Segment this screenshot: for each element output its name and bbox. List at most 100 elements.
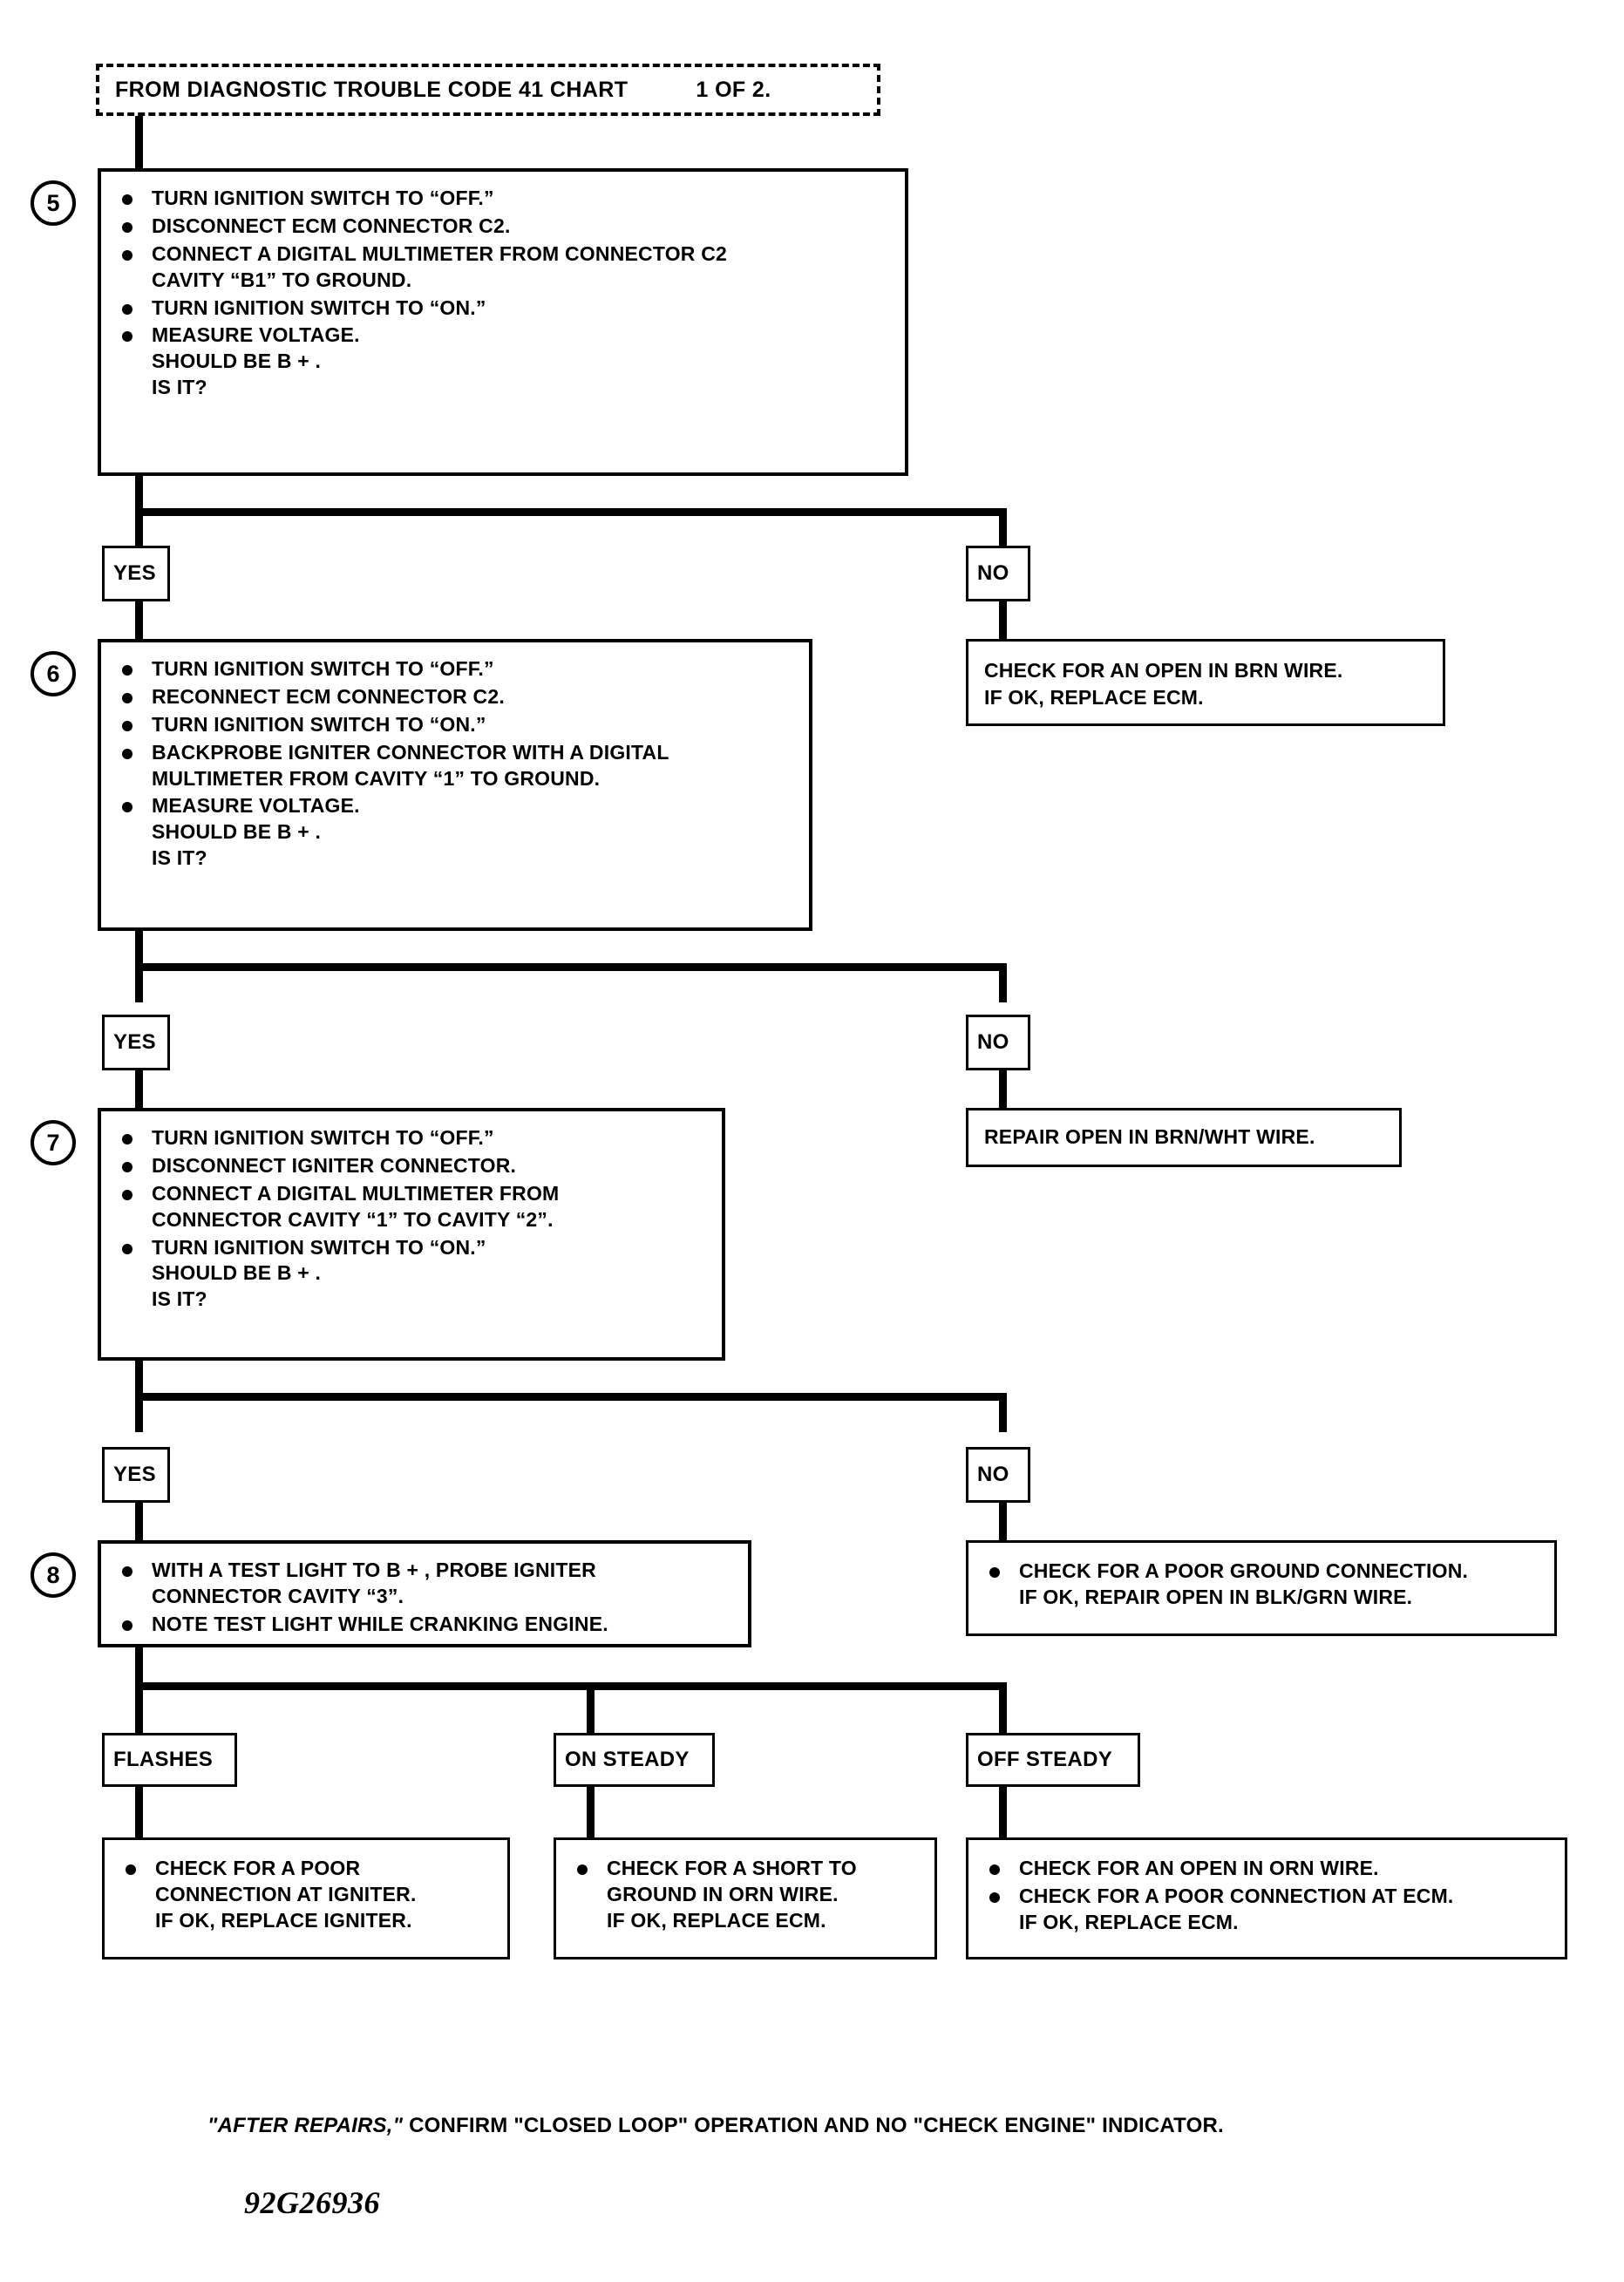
connector-no1-to-result — [999, 601, 1007, 641]
step-7-line-4: TURN IGNITION SWITCH TO “ON.” SHOULD BE … — [117, 1235, 706, 1314]
result-off-steady-list: CHECK FOR AN OPEN IN ORN WIRE. CHECK FOR… — [984, 1856, 1549, 1936]
footer-note-rest: CONFIRM "CLOSED LOOP" OPERATION AND NO "… — [403, 2114, 1224, 2137]
step-number-7: 7 — [31, 1120, 76, 1165]
entry-reference-box: FROM DIAGNOSTIC TROUBLE CODE 41 CHART 1 … — [96, 64, 880, 116]
step-6-line-4: BACKPROBE IGNITER CONNECTOR WITH A DIGIT… — [117, 740, 793, 792]
step-number-5: 5 — [31, 180, 76, 226]
result-flashes-line-1: CHECK FOR A POOR CONNECTION AT IGNITER. … — [120, 1856, 492, 1934]
result-on-steady-list: CHECK FOR A SHORT TO GROUND IN ORN WIRE.… — [572, 1856, 919, 1934]
step-number-8: 8 — [31, 1552, 76, 1598]
result-no-3-list: CHECK FOR A POOR GROUND CONNECTION. IF O… — [984, 1559, 1539, 1611]
result-box-no-3: CHECK FOR A POOR GROUND CONNECTION. IF O… — [966, 1540, 1557, 1636]
connector-yes1-to-step6 — [135, 601, 143, 641]
connector-yes3-to-step8 — [135, 1503, 143, 1542]
branch-label-no-2: NO — [966, 1015, 1030, 1070]
result-on-steady-line-1: CHECK FOR A SHORT TO GROUND IN ORN WIRE.… — [572, 1856, 919, 1934]
branch-label-no-1-text: NO — [977, 561, 1009, 585]
result-flashes-list: CHECK FOR A POOR CONNECTION AT IGNITER. … — [120, 1856, 492, 1934]
step-8-line-1: WITH A TEST LIGHT TO B + , PROBE IGNITER… — [117, 1558, 732, 1610]
branch-label-off-steady-text: OFF STEADY — [977, 1748, 1113, 1771]
branch-label-on-steady-text: ON STEADY — [565, 1748, 690, 1771]
branch-label-yes-2-text: YES — [113, 1030, 156, 1054]
step-5-line-5: MEASURE VOLTAGE. SHOULD BE B + . IS IT? — [117, 323, 889, 401]
step-number-8-label: 8 — [46, 1561, 60, 1588]
connector-step7-bus — [135, 1393, 1007, 1401]
branch-label-yes-3: YES — [102, 1447, 170, 1503]
connector-step6-down — [135, 931, 143, 970]
connector-onsteady-to-result — [587, 1787, 595, 1841]
entry-label-right: 1 OF 2. — [696, 77, 771, 102]
step-6-line-3: TURN IGNITION SWITCH TO “ON.” — [117, 712, 793, 738]
connector-step7-down — [135, 1361, 143, 1400]
step-number-5-label: 5 — [46, 189, 60, 216]
result-box-on-steady: CHECK FOR A SHORT TO GROUND IN ORN WIRE.… — [554, 1837, 937, 1959]
connector-step8-flashes-drop — [135, 1682, 143, 1733]
branch-label-flashes-text: FLASHES — [113, 1748, 214, 1771]
connector-step5-down — [135, 476, 143, 515]
result-no-3-line-1: CHECK FOR A POOR GROUND CONNECTION. IF O… — [984, 1559, 1539, 1611]
step-5-line-2: DISCONNECT ECM CONNECTOR C2. — [117, 214, 889, 240]
step-8-instruction-list: WITH A TEST LIGHT TO B + , PROBE IGNITER… — [117, 1558, 732, 1638]
connector-step6-no-drop — [999, 963, 1007, 1002]
result-off-steady-line-2: CHECK FOR A POOR CONNECTION AT ECM. IF O… — [984, 1884, 1549, 1936]
branch-label-no-1: NO — [966, 546, 1030, 601]
branch-label-off-steady: OFF STEADY — [966, 1733, 1140, 1787]
result-box-off-steady: CHECK FOR AN OPEN IN ORN WIRE. CHECK FOR… — [966, 1837, 1567, 1959]
branch-label-yes-2: YES — [102, 1015, 170, 1070]
branch-label-no-3: NO — [966, 1447, 1030, 1503]
entry-label-left: FROM DIAGNOSTIC TROUBLE CODE 41 CHART — [115, 77, 629, 102]
connector-offsteady-to-result — [999, 1787, 1007, 1841]
connector-step5-no-drop — [999, 508, 1007, 547]
step-number-6: 6 — [31, 651, 76, 696]
step-7-line-2: DISCONNECT IGNITER CONNECTOR. — [117, 1153, 706, 1179]
connector-flashes-to-result — [135, 1787, 143, 1841]
branch-label-no-3-text: NO — [977, 1463, 1009, 1486]
connector-step5-bus — [135, 508, 1007, 516]
connector-no2-to-result — [999, 1070, 1007, 1110]
step-box-6: TURN IGNITION SWITCH TO “OFF.” RECONNECT… — [98, 639, 812, 931]
branch-label-yes-3-text: YES — [113, 1463, 156, 1486]
result-box-flashes: CHECK FOR A POOR CONNECTION AT IGNITER. … — [102, 1837, 510, 1959]
connector-entry-to-step5 — [135, 116, 143, 168]
step-6-instruction-list: TURN IGNITION SWITCH TO “OFF.” RECONNECT… — [117, 656, 793, 872]
result-off-steady-line-1: CHECK FOR AN OPEN IN ORN WIRE. — [984, 1856, 1549, 1882]
step-6-line-2: RECONNECT ECM CONNECTOR C2. — [117, 684, 793, 710]
step-6-line-1: TURN IGNITION SWITCH TO “OFF.” — [117, 656, 793, 683]
connector-step8-bus — [135, 1682, 1007, 1690]
footer-after-repairs-note: "AFTER REPAIRS," CONFIRM "CLOSED LOOP" O… — [207, 2114, 1224, 2138]
step-5-line-4: TURN IGNITION SWITCH TO “ON.” — [117, 295, 889, 322]
step-number-6-label: 6 — [46, 660, 60, 687]
step-5-line-3: CONNECT A DIGITAL MULTIMETER FROM CONNEC… — [117, 241, 889, 294]
connector-step5-yes-drop — [135, 508, 143, 547]
branch-label-yes-1-text: YES — [113, 561, 156, 585]
step-7-line-1: TURN IGNITION SWITCH TO “OFF.” — [117, 1125, 706, 1151]
connector-step6-yes-drop — [135, 963, 143, 1002]
part-number-label: 92G26936 — [244, 2185, 380, 2220]
result-box-no-1: CHECK FOR AN OPEN IN BRN WIRE. IF OK, RE… — [966, 639, 1445, 726]
result-box-no-2: REPAIR OPEN IN BRN/WHT WIRE. — [966, 1108, 1402, 1167]
connector-step8-down — [135, 1647, 143, 1689]
step-7-line-3: CONNECT A DIGITAL MULTIMETER FROM CONNEC… — [117, 1181, 706, 1233]
step-6-line-5: MEASURE VOLTAGE. SHOULD BE B + . IS IT? — [117, 793, 793, 872]
step-box-7: TURN IGNITION SWITCH TO “OFF.” DISCONNEC… — [98, 1108, 725, 1361]
result-no-2-text: REPAIR OPEN IN BRN/WHT WIRE. — [984, 1125, 1315, 1148]
step-5-line-1: TURN IGNITION SWITCH TO “OFF.” — [117, 186, 889, 212]
connector-step8-onsteady-drop — [587, 1682, 595, 1733]
result-no-1-text: CHECK FOR AN OPEN IN BRN WIRE. IF OK, RE… — [984, 659, 1343, 709]
connector-no3-to-result — [999, 1503, 1007, 1542]
step-box-8: WITH A TEST LIGHT TO B + , PROBE IGNITER… — [98, 1540, 751, 1647]
step-box-5: TURN IGNITION SWITCH TO “OFF.” DISCONNEC… — [98, 168, 908, 476]
step-7-instruction-list: TURN IGNITION SWITCH TO “OFF.” DISCONNEC… — [117, 1125, 706, 1313]
connector-yes2-to-step7 — [135, 1070, 143, 1110]
connector-step7-no-drop — [999, 1393, 1007, 1432]
connector-step7-yes-drop — [135, 1393, 143, 1432]
branch-label-on-steady: ON STEADY — [554, 1733, 715, 1787]
branch-label-flashes: FLASHES — [102, 1733, 237, 1787]
branch-label-yes-1: YES — [102, 546, 170, 601]
step-number-7-label: 7 — [46, 1129, 60, 1156]
step-5-instruction-list: TURN IGNITION SWITCH TO “OFF.” DISCONNEC… — [117, 186, 889, 401]
connector-step6-bus — [135, 963, 1007, 971]
step-8-line-2: NOTE TEST LIGHT WHILE CRANKING ENGINE. — [117, 1612, 732, 1638]
footer-note-emphasis: "AFTER REPAIRS," — [207, 2114, 404, 2137]
